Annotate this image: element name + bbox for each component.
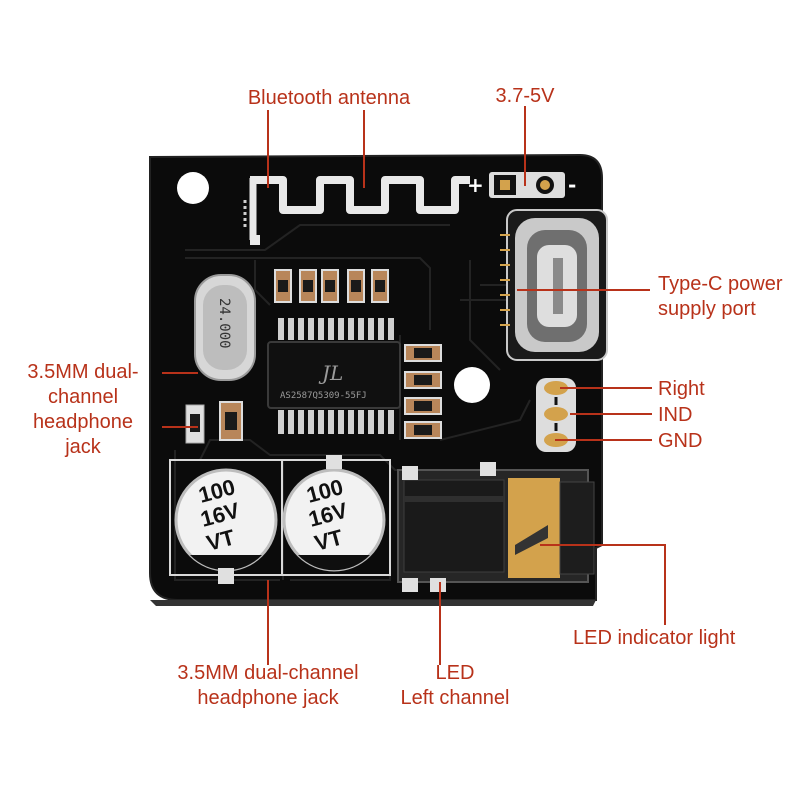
passive-components-right	[404, 344, 442, 439]
chip-marking: AS2587Q5309-55FJ	[280, 391, 367, 401]
board-edge	[150, 600, 596, 606]
label-bluetooth-antenna: Bluetooth antenna	[239, 86, 419, 111]
label-left-jack-line3: headphone	[32, 411, 134, 433]
label-type-c-line1: Type-C power	[658, 273, 783, 295]
label-left-jack-line2: channel	[47, 386, 119, 408]
crystal-oscillator: 24.000	[194, 274, 256, 381]
label-led-line2: Left channel	[400, 687, 510, 709]
label-gnd: GND	[658, 429, 702, 454]
type-c-connector	[500, 209, 608, 361]
mounting-hole-top-left	[177, 172, 209, 204]
power-pads: + -	[467, 172, 576, 198]
label-type-c-line2: supply port	[658, 298, 756, 320]
bluetooth-chip: JL AS2587Q5309-55FJ	[267, 318, 401, 434]
mounting-hole-center	[454, 367, 490, 403]
label-led-line1: LED	[435, 662, 475, 684]
headphone-jack	[397, 462, 595, 592]
callout-lines	[162, 106, 666, 665]
crystal-marking: 24.000	[216, 298, 232, 349]
capacitor-left: 100 16V VT	[169, 459, 283, 584]
pad-minus-marking: -	[568, 173, 576, 197]
resistor-row	[274, 269, 389, 303]
traces	[174, 224, 531, 581]
label-ind-text: IND	[658, 404, 693, 426]
label-voltage-text: 3.7-5V	[495, 85, 555, 107]
label-right: Right	[658, 377, 705, 402]
label-led-indicator: LED indicator light	[573, 626, 735, 651]
chip-logo-marking: JL	[318, 361, 343, 385]
label-bottom-jack-line1: 3.5MM dual-channel	[177, 662, 359, 684]
small-components-left	[185, 401, 243, 444]
label-led-indicator-text: LED indicator light	[573, 627, 736, 649]
label-left-jack-line1: 3.5MM dual-	[27, 361, 139, 383]
label-right-text: Right	[658, 378, 705, 400]
label-bottom-jack: 3.5MM dual-channel headphone jack	[168, 661, 368, 711]
label-type-c: Type-C power supply port	[658, 272, 783, 322]
label-voltage: 3.7-5V	[490, 84, 560, 109]
pad-plus-marking: +	[467, 173, 484, 197]
label-bottom-jack-line2: headphone jack	[197, 687, 339, 709]
label-ind: IND	[658, 403, 692, 428]
capacitor-right: 100 16V VT	[281, 455, 391, 576]
label-gnd-text: GND	[658, 430, 703, 452]
label-bluetooth-antenna-text: Bluetooth antenna	[247, 87, 411, 109]
label-led-left: LED Left channel	[385, 661, 525, 711]
bluetooth-antenna-trace	[243, 176, 470, 245]
label-left-jack: 3.5MM dual- channel headphone jack	[8, 360, 158, 460]
label-left-jack-line4: jack	[65, 436, 101, 458]
